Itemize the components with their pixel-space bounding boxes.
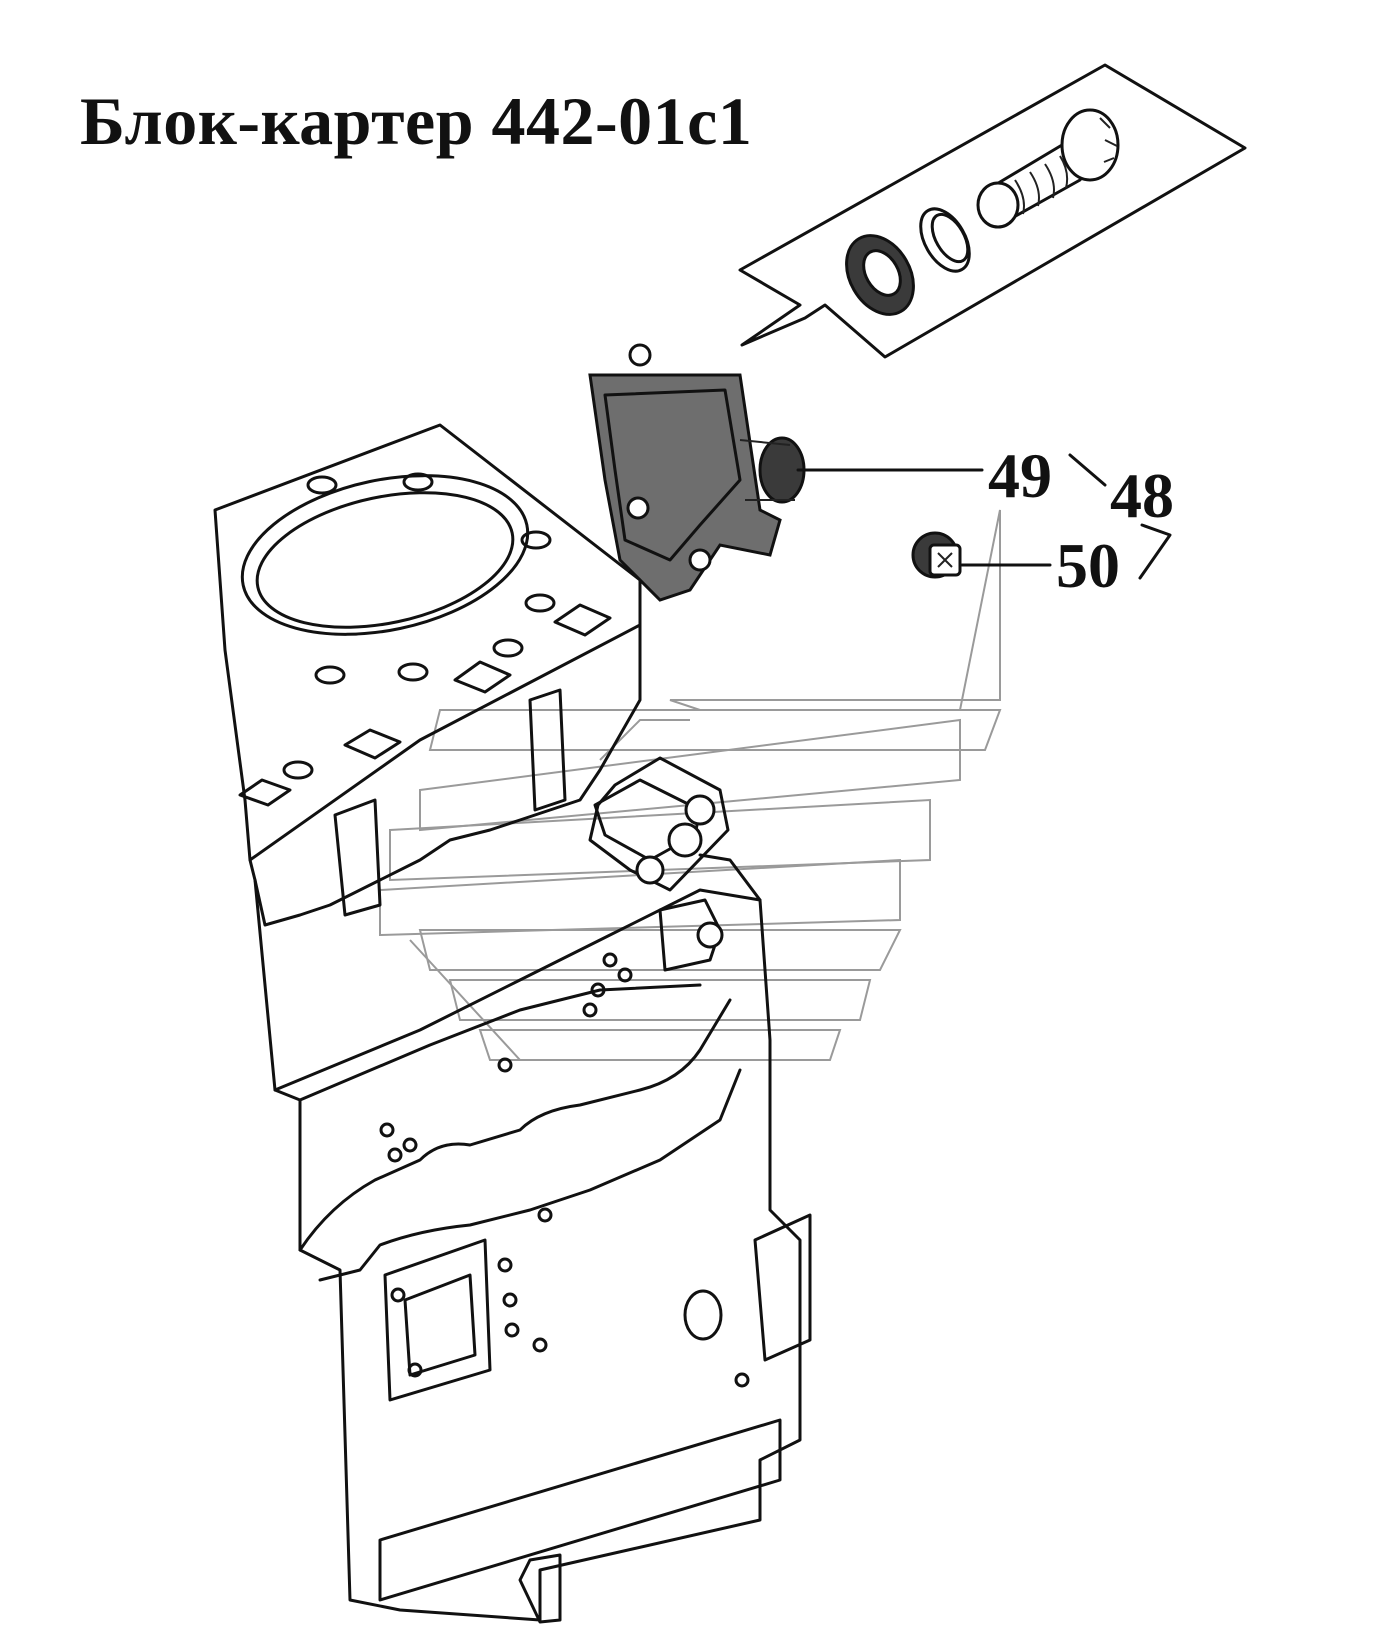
callout-48: 48 <box>1110 460 1174 531</box>
valve-housing-part <box>588 343 806 602</box>
callout-50: 50 <box>1056 530 1120 601</box>
valve-parts-inset <box>738 63 1247 359</box>
washer-part <box>845 234 915 316</box>
leader-lines <box>796 453 1172 580</box>
plug-part <box>911 531 962 579</box>
flange-connector-part <box>588 756 730 892</box>
page-title: Блок-картер 442-01с1 <box>80 83 753 159</box>
cylinder-block <box>213 423 812 1624</box>
watermark-logo <box>379 509 1002 1061</box>
spring-bolt-part <box>976 108 1120 229</box>
ring-part <box>919 207 971 273</box>
callout-49: 49 <box>988 440 1052 511</box>
